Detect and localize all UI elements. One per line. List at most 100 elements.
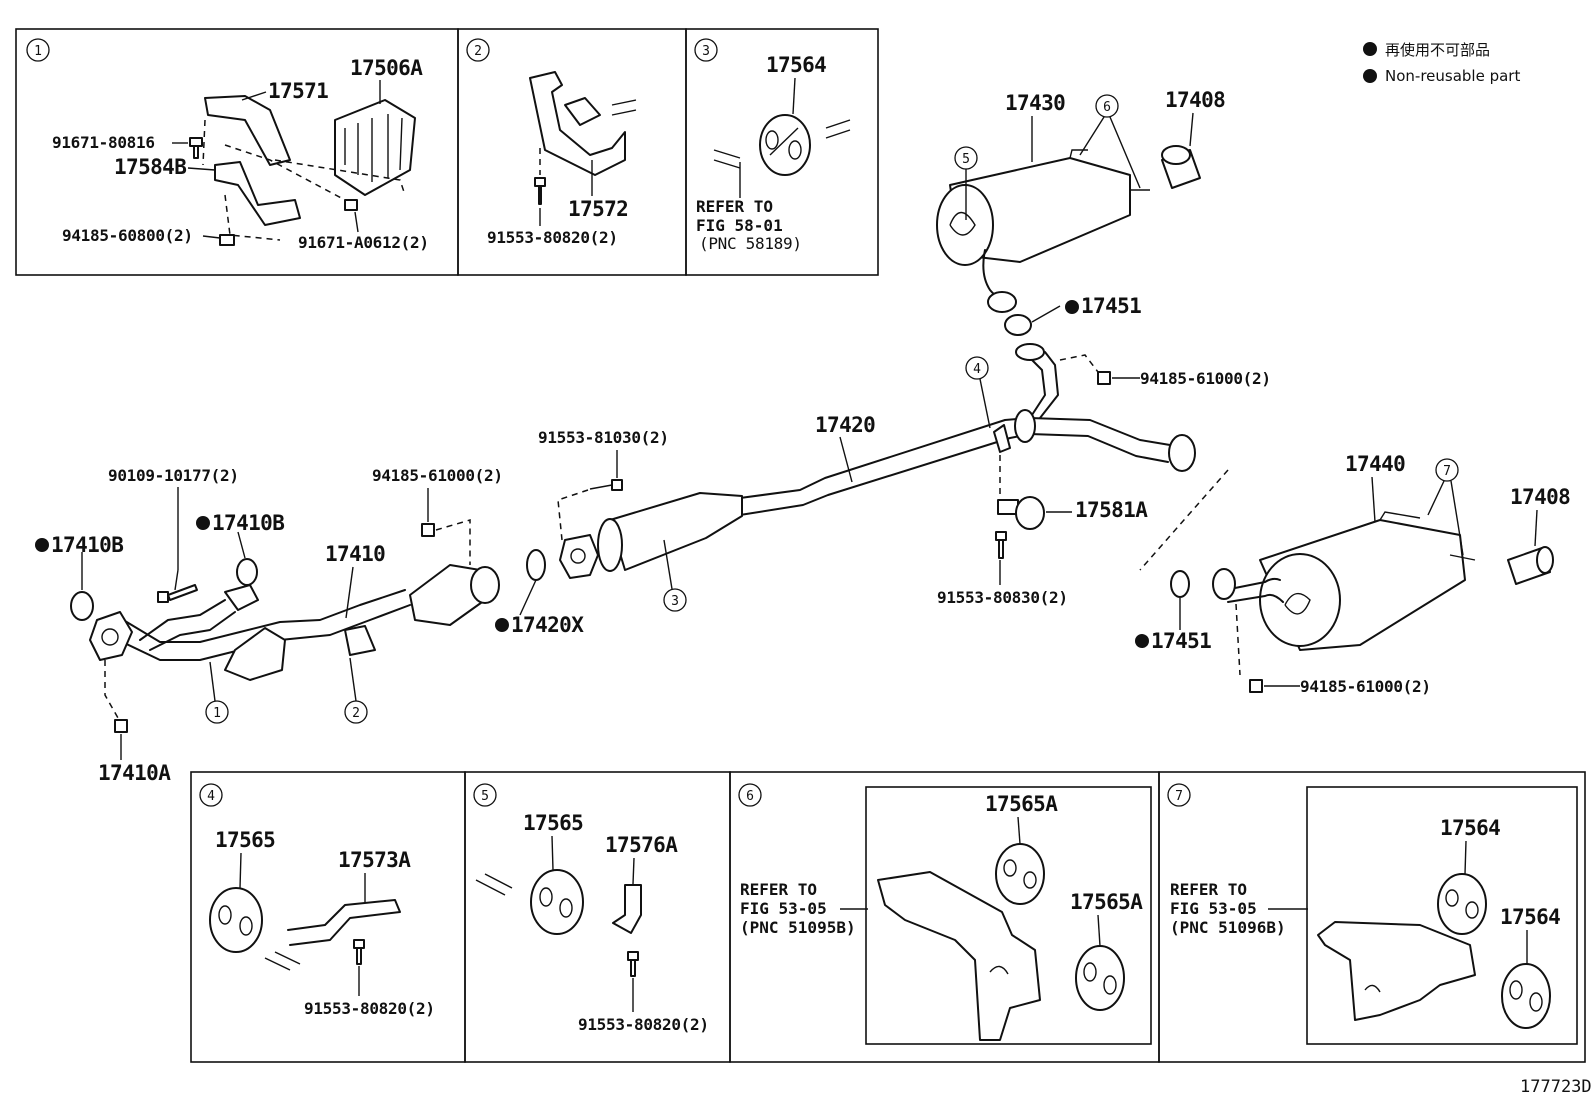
tailpipe-17408-right-drawing [1507, 546, 1554, 585]
d3-refer-line2: FIG 58-01 [696, 216, 783, 235]
bolt-91671-A0612-label: 91671-A0612(2) [298, 233, 429, 252]
part-17573A-label: 17573A [338, 848, 411, 872]
part-17564-top-d7-label: 17564 [1440, 816, 1500, 840]
detail-box-4: 4 17565 17573A 91553-80820(2) [190, 771, 466, 1063]
bracket-17584B-drawing [214, 161, 301, 226]
part-17410B-mid-label: 17410B [212, 511, 284, 535]
gasket-17451-right-drawing [1170, 570, 1190, 598]
tailpipe-17408-top-drawing [1161, 145, 1201, 189]
bracket-51096B-drawing [1317, 921, 1476, 1021]
detail-4-index: 4 [207, 789, 215, 804]
detail-box-2: 2 17572 91553-80820(2) [457, 28, 687, 276]
part-17451-top-label: 17451 [1081, 294, 1141, 318]
gasket-17410B-mid-drawing [236, 558, 258, 586]
bolt-d5-label: 91553-80820(2) [578, 1015, 709, 1034]
detail-3-index: 3 [702, 44, 710, 59]
bracket-17571-drawing [204, 95, 291, 166]
bracket-17572-drawing [529, 71, 626, 176]
rubber-hanger-17564-top-d7 [1437, 873, 1487, 935]
part-17572-label: 17572 [568, 197, 628, 221]
d6-refer-line2: FIG 53-05 [740, 899, 827, 918]
callout-7: 7 [1443, 464, 1451, 479]
sensor-17581A-drawing [997, 496, 1045, 530]
detail-7-index: 7 [1175, 789, 1183, 804]
part-17410A-label: 17410A [98, 761, 171, 785]
bolt-91553-80830-label: 91553-80830(2) [937, 588, 1068, 607]
d7-refer-line3: (PNC 51096B) [1170, 918, 1286, 937]
center-pipe-17420-drawing [739, 343, 1196, 516]
muffler-17440-drawing [1212, 511, 1476, 651]
part-17410B-left-label: 17410B [51, 533, 123, 557]
bracket-17576A-drawing [612, 884, 642, 934]
detail-1-index: 1 [34, 44, 42, 59]
detail-5-index: 5 [481, 789, 489, 804]
nut-94185-61000-mid-label: 94185-61000(2) [372, 466, 503, 485]
nut-94185-61000-right-label: 94185-61000(2) [1300, 677, 1431, 696]
part-17410-label: 17410 [325, 542, 385, 566]
d7-refer-line1: REFER TO [1170, 880, 1247, 899]
callout-3: 3 [671, 594, 679, 609]
rubber-hanger-17565-d4 [209, 887, 263, 953]
part-17451-right-label: 17451 [1151, 629, 1211, 653]
part-17408-right-label: 17408 [1510, 485, 1570, 509]
muffler-17430-drawing [936, 149, 1150, 313]
figure-code: 177723D [1520, 1077, 1592, 1097]
gasket-17451-top-drawing [1004, 314, 1032, 336]
part-17408-top-label: 17408 [1165, 88, 1225, 112]
d6-refer-line3: (PNC 51095B) [740, 918, 856, 937]
d7-refer-line2: FIG 53-05 [1170, 899, 1257, 918]
part-17565A-bottom-label: 17565A [1070, 890, 1143, 914]
part-17584B-label: 17584B [114, 155, 186, 179]
part-17506A-label: 17506A [350, 56, 423, 80]
part-17581A-label: 17581A [1075, 498, 1148, 522]
bolt-90109-10177-label: 90109-10177(2) [108, 466, 239, 485]
callout-1: 1 [213, 706, 221, 721]
part-17564-bottom-d7-label: 17564 [1500, 905, 1560, 929]
rubber-hanger-17564-d3 [759, 114, 811, 176]
callout-6: 6 [1103, 100, 1111, 115]
detail-box-3: 3 17564 REFER TO FIG 58-01 (PNC 58189) [685, 28, 879, 276]
part-17565A-top-label: 17565A [985, 792, 1058, 816]
nut-94185-60800-label: 94185-60800(2) [62, 226, 193, 245]
part-17576A-label: 17576A [605, 833, 678, 857]
part-17571-label: 17571 [268, 79, 328, 103]
bracket-51095B-drawing [877, 871, 1041, 1041]
part-17430-label: 17430 [1005, 91, 1065, 115]
part-17420-label: 17420 [815, 413, 875, 437]
rubber-hanger-17565A-top [995, 843, 1045, 905]
bolt-91671-80816-label: 91671-80816 [52, 133, 155, 152]
nut-94185-61000-top-label: 94185-61000(2) [1140, 369, 1271, 388]
d3-refer-line3: (PNC 58189) [699, 234, 802, 253]
bolt-91553-80820-d2-label: 91553-80820(2) [487, 228, 618, 247]
part-17565-d4-label: 17565 [215, 828, 275, 852]
part-17440-label: 17440 [1345, 452, 1405, 476]
legend-japanese: 再使用不可部品 [1385, 41, 1490, 59]
front-pipe-cat-section-drawing [559, 492, 743, 579]
detail-6-index: 6 [746, 789, 754, 804]
rubber-hanger-17565-d5 [530, 869, 584, 935]
legend-english: Non-reusable part [1385, 67, 1520, 85]
bracket-17573A-drawing [287, 899, 401, 946]
legend: 再使用不可部品 Non-reusable part [1363, 41, 1520, 85]
detail-box-1: 1 17506A 17571 17584B 91671-80816 94185-… [15, 28, 459, 276]
d6-refer-line1: REFER TO [740, 880, 817, 899]
part-17420X-label: 17420X [511, 613, 584, 637]
front-pipe-17410-drawing [89, 564, 500, 681]
callout-2: 2 [352, 706, 360, 721]
detail-box-7: 7 REFER TO FIG 53-05 (PNC 51096B) 17564 … [1158, 771, 1586, 1063]
rubber-hanger-17565A-bottom [1075, 945, 1125, 1011]
d3-refer-line1: REFER TO [696, 197, 773, 216]
bolt-d4-label: 91553-80820(2) [304, 999, 435, 1018]
rubber-hanger-17564-bottom-d7 [1501, 963, 1551, 1029]
detail-box-5: 5 17565 17576A 91553-80820(2) [464, 771, 731, 1063]
part-17565-d5-label: 17565 [523, 811, 583, 835]
gasket-17420X-drawing [526, 549, 546, 581]
heat-insulator-drawing [334, 99, 416, 196]
part-17564-d3-label: 17564 [766, 53, 826, 77]
detail-2-index: 2 [474, 44, 482, 59]
callout-4: 4 [973, 362, 981, 377]
callout-5: 5 [962, 152, 970, 167]
gasket-17410B-left-drawing [70, 591, 94, 621]
detail-box-6: 6 REFER TO FIG 53-05 (PNC 51095B) 17565A… [729, 771, 1160, 1063]
